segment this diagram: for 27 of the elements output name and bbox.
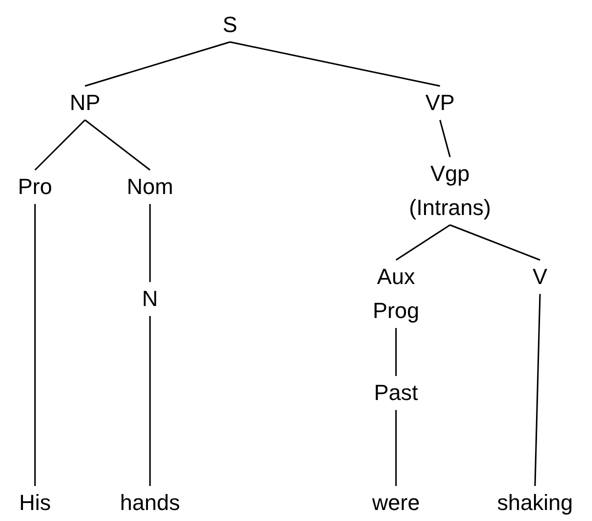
tree-node-label: Vgp (Intrans) (400, 157, 500, 225)
tree-node-label: Pro (5, 170, 65, 204)
tree-branch (34, 119, 86, 171)
tree-node-label: S (210, 8, 250, 42)
tree-branch (396, 224, 450, 261)
tree-node-label: V (520, 260, 560, 294)
tree-branch (34, 204, 36, 486)
tree-node-label: His (5, 486, 65, 520)
tree-node-label: were (361, 486, 431, 520)
tree-branch (439, 120, 451, 158)
tree-branch (450, 224, 540, 261)
tree-node-label: NP (55, 86, 115, 120)
tree-node-label: N (130, 282, 170, 316)
tree-branch (230, 41, 440, 87)
tree-node-label: hands (105, 486, 195, 520)
tree-node-label: shaking (485, 486, 585, 520)
tree-node-label: VP (410, 86, 470, 120)
tree-branch (395, 328, 397, 376)
tree-branch (84, 119, 150, 171)
tree-branch (149, 316, 151, 486)
tree-node-label: Past (361, 376, 431, 410)
tree-node-label: Nom (115, 170, 185, 204)
tree-branch (149, 204, 151, 282)
tree-branch (84, 41, 230, 87)
tree-node-label: Aux Prog (361, 260, 431, 328)
tree-branch (534, 294, 541, 486)
tree-branch (395, 410, 397, 486)
